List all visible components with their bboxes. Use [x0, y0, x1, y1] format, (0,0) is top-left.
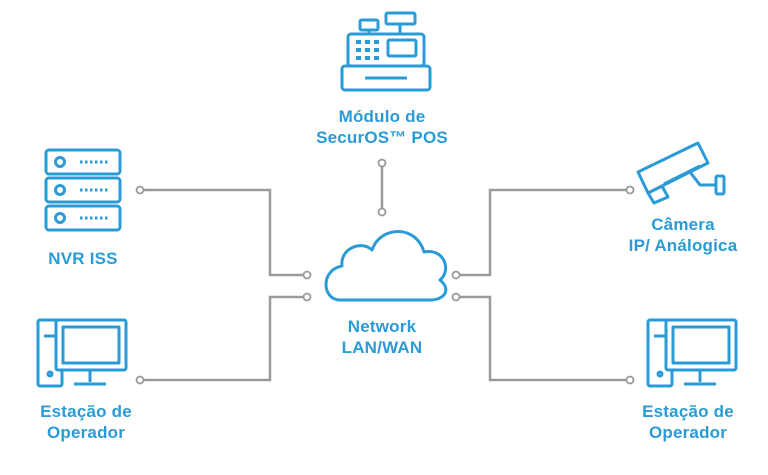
- cash-register-icon: [340, 11, 432, 92]
- nvr-label-line1: NVR ISS: [48, 249, 118, 268]
- connector-nvr: [140, 188, 307, 277]
- camera-label-line1: Câmera: [651, 215, 715, 234]
- pos-label: Módulo de SecurOS™ POS: [292, 106, 472, 148]
- connector-op-left: [140, 295, 307, 382]
- network-label-line1: Network: [347, 317, 417, 336]
- network-label: Network LAN/WAN: [312, 316, 452, 358]
- op-left-label-line2: Operador: [46, 423, 126, 442]
- workstation-icon-left: [36, 318, 128, 388]
- op-right-label-line1: Estação de: [642, 402, 734, 421]
- op-right-label: Estação de Operador: [618, 401, 758, 443]
- cash-register-keys: [356, 40, 379, 60]
- connector-dots: [135, 158, 635, 385]
- op-right-label-line2: Operador: [648, 423, 728, 442]
- pos-label-line1: Módulo de: [338, 107, 426, 126]
- server-icon: [44, 148, 122, 232]
- camera-label: Câmera IP/ Análogica: [608, 214, 758, 256]
- security-camera-icon: [636, 141, 726, 205]
- network-label-line2: LAN/WAN: [341, 338, 423, 357]
- workstation-icon-right: [646, 318, 738, 388]
- connector-camera: [456, 188, 630, 277]
- camera-label-line2: IP/ Análogica: [628, 236, 738, 255]
- nvr-label: NVR ISS: [23, 248, 143, 269]
- cloud-icon: [324, 230, 448, 302]
- op-left-label-line1: Estação de: [40, 402, 132, 421]
- pos-label-line2: SecurOS™ POS: [316, 128, 448, 147]
- connectors: [140, 163, 630, 382]
- connector-op-right: [456, 295, 630, 382]
- op-left-label: Estação de Operador: [16, 401, 156, 443]
